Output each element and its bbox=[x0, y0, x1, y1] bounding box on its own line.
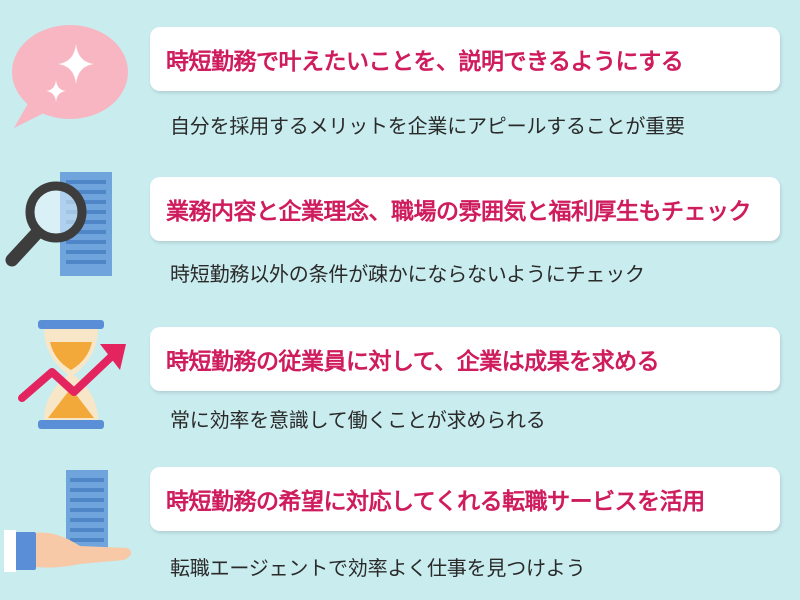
tip-title: 時短勤務の従業員に対して、企業は成果を求める bbox=[166, 349, 660, 375]
tip-description: 転職エージェントで効率よく仕事を見つけよう bbox=[170, 556, 586, 580]
tip-row-1: 時短勤務で叶えたいことを、説明できるようにする 自分を採用するメリットを企業にア… bbox=[0, 0, 800, 150]
tip-title: 業務内容と企業理念、職場の雰囲気と福利厚生もチェック bbox=[166, 199, 752, 225]
tip-card: 時短勤務で叶えたいことを、説明できるようにする bbox=[150, 27, 780, 91]
tip-description: 時短勤務以外の条件が疎かにならないようにチェック bbox=[170, 262, 645, 286]
tip-row-4: 時短勤務の希望に対応してくれる転職サービスを活用 転職エージェントで効率よく仕事… bbox=[0, 450, 800, 600]
sparkle-speech-bubble-icon bbox=[0, 0, 145, 150]
tip-description: 常に効率を意識して働くことが求められる bbox=[170, 408, 546, 432]
tip-card: 業務内容と企業理念、職場の雰囲気と福利厚生もチェック bbox=[150, 177, 780, 241]
tip-row-2: 業務内容と企業理念、職場の雰囲気と福利厚生もチェック 時短勤務以外の条件が疎かに… bbox=[0, 150, 800, 300]
hand-holding-building-icon bbox=[0, 450, 145, 600]
tip-title: 時短勤務で叶えたいことを、説明できるようにする bbox=[166, 49, 684, 75]
tip-card: 時短勤務の従業員に対して、企業は成果を求める bbox=[150, 327, 780, 391]
hourglass-trend-arrow-icon bbox=[0, 300, 145, 450]
tip-row-3: 時短勤務の従業員に対して、企業は成果を求める 常に効率を意識して働くことが求めら… bbox=[0, 300, 800, 450]
tip-card: 時短勤務の希望に対応してくれる転職サービスを活用 bbox=[150, 467, 780, 531]
tip-description: 自分を採用するメリットを企業にアピールすることが重要 bbox=[170, 114, 685, 138]
magnifier-building-icon bbox=[0, 150, 145, 300]
tip-title: 時短勤務の希望に対応してくれる転職サービスを活用 bbox=[166, 489, 705, 515]
